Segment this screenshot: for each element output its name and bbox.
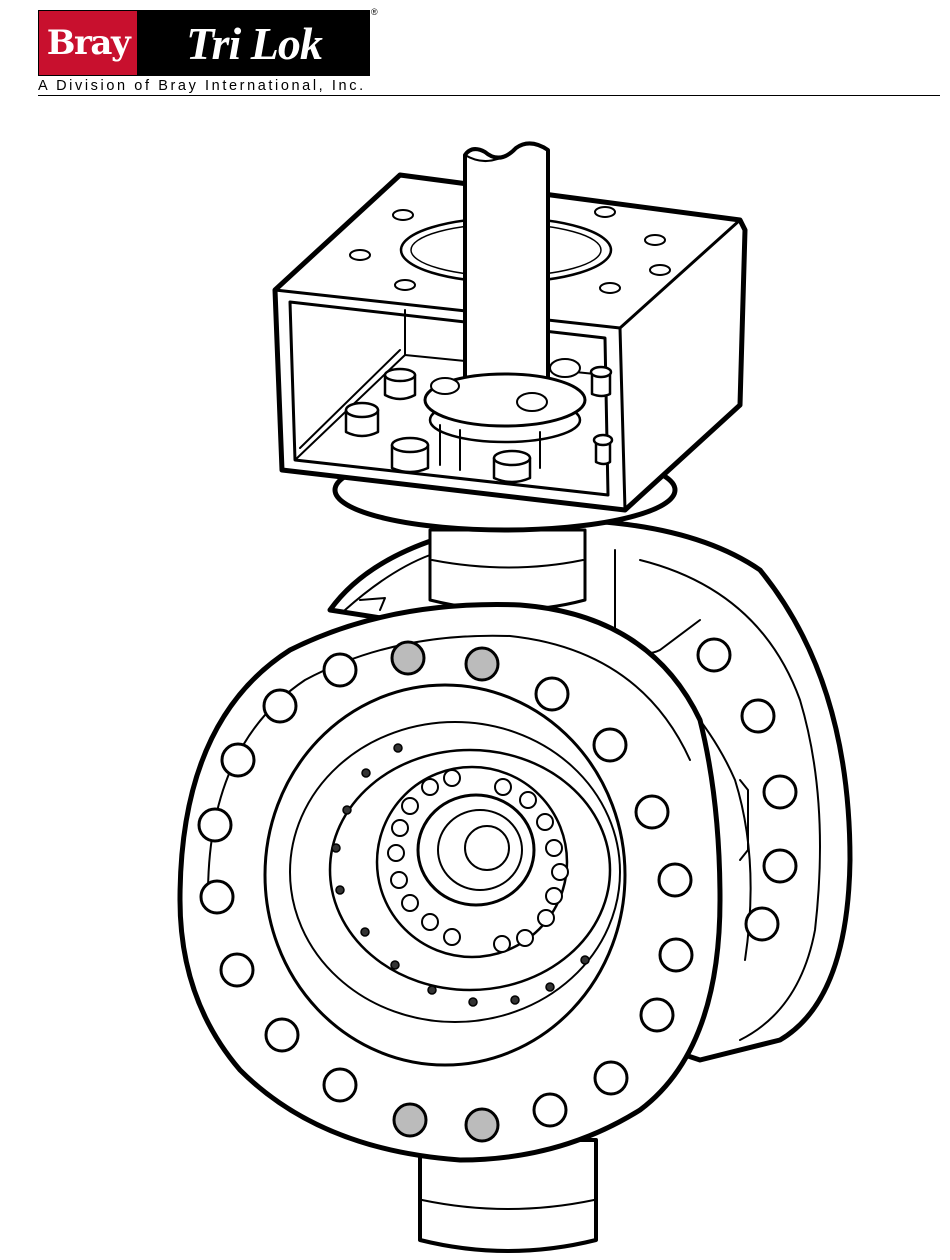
tri-lok-logo-text: Tri Lok — [186, 17, 322, 70]
bray-tri-lok-logo: Bray Tri Lok — [38, 10, 370, 76]
tri-lok-logo-panel: Tri Lok — [138, 10, 370, 76]
valve-neck — [430, 530, 585, 610]
bray-logo-panel: Bray — [38, 10, 138, 76]
front-flange — [180, 605, 720, 1160]
page-header: Bray Tri Lok ® A Division of Bray Intern… — [0, 0, 950, 100]
triple-offset-butterfly-valve-icon — [0, 100, 950, 1260]
bray-logo-text: Bray — [47, 23, 129, 63]
division-tagline: A Division of Bray International, Inc. — [38, 78, 366, 94]
header-rule — [38, 95, 940, 96]
registered-mark: ® — [371, 7, 378, 17]
